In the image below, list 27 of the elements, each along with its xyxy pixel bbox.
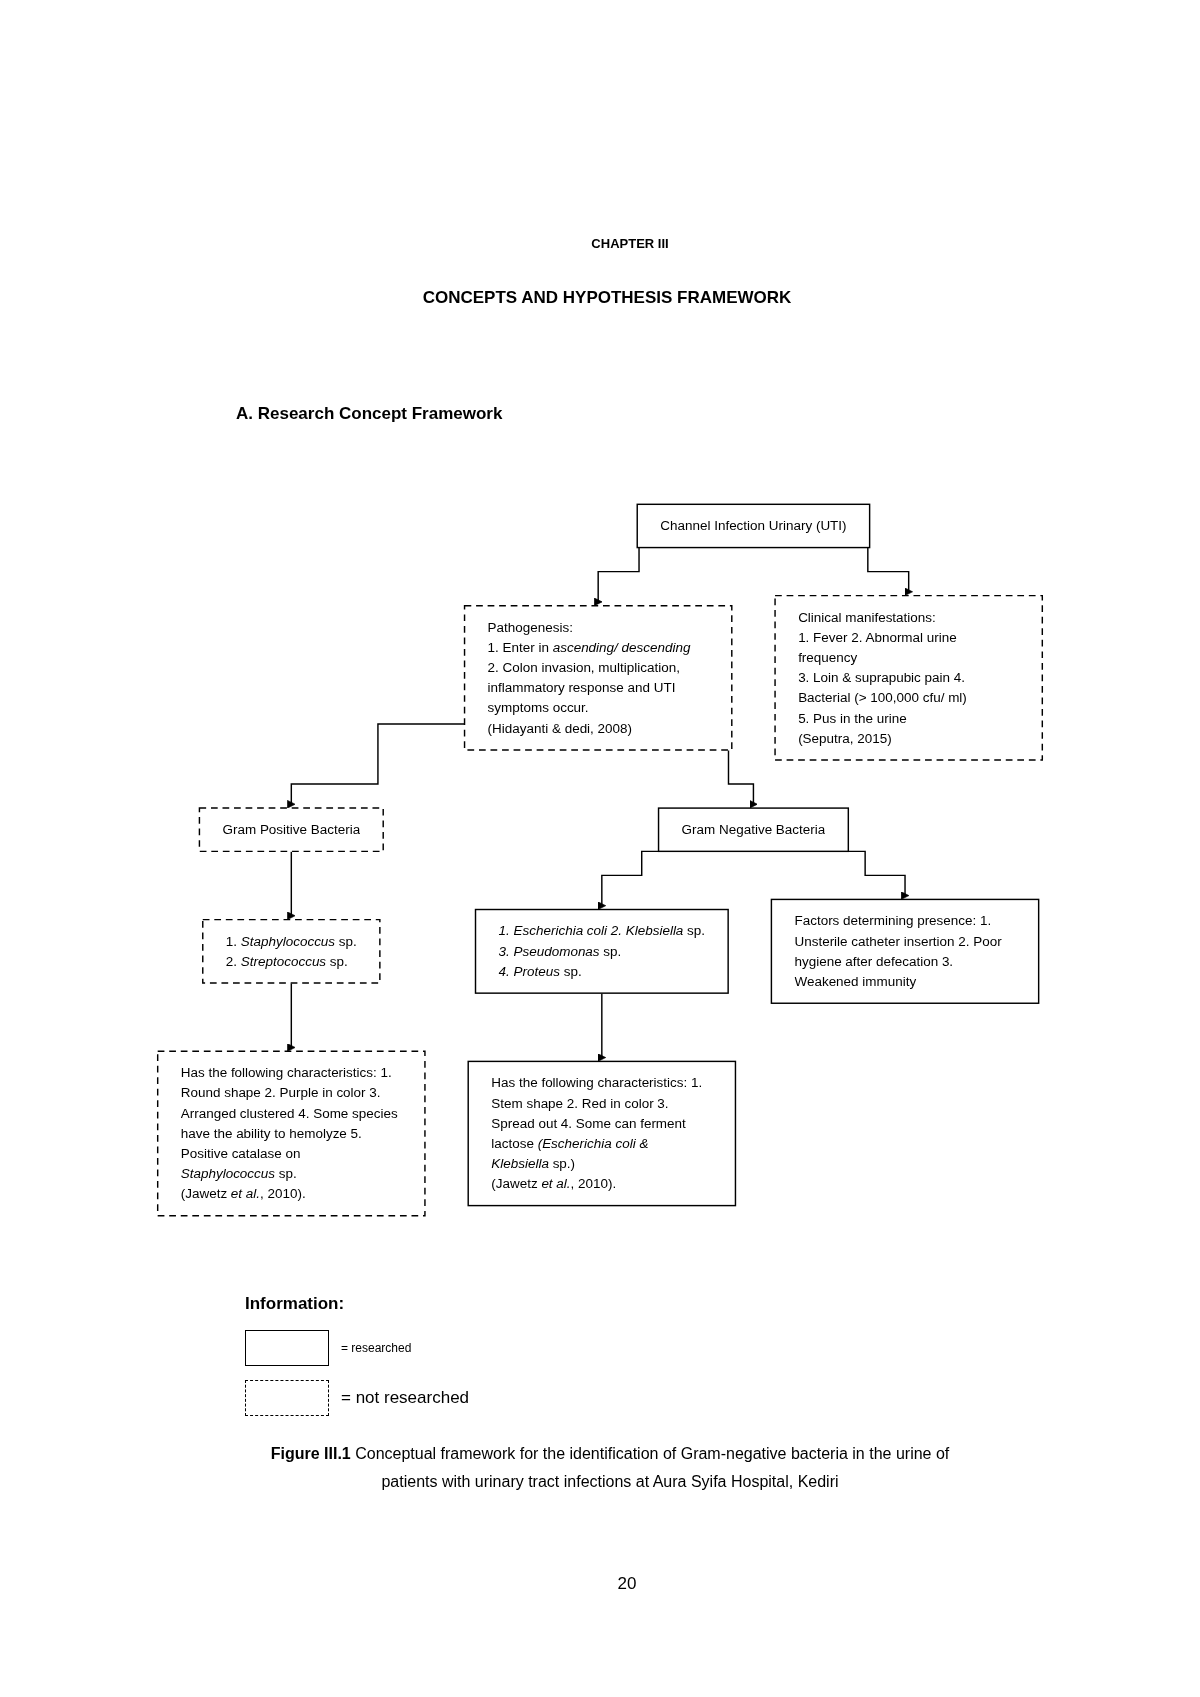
arrow [287,851,296,920]
process-box: 1. Escherichia coli 2. Klebsiella sp. 3. Pseudomonas sp. 4. Proteus sp. [474,908,729,994]
process-box: Gram Positive Bacteria [198,807,384,853]
process-box: Clinical manifestations: 1. Fever 2. Abnormal urine frequency 3. Loin & suprapubic pain 4. Bacterial (> 100,000 cfu/ ml) 5. Pus in the urine (Seputra, 2015) [774,594,1044,761]
page-number: 20 [617,1574,637,1594]
arrow [848,850,910,900]
arrow [867,547,913,596]
arrow [597,992,607,1062]
legend-heading: Information: [245,1294,345,1314]
process-box: Pathogenesis: 1. Enter in ascending/ descending 2. Colon invasion, multiplication, inflammatory response and UTI symptoms occur. (Hidayanti & dedi, 2008) [463,605,733,751]
chapter-heading: CHAPTER III [591,236,669,251]
process-box: Factors determining presence: 1. Unsterile catheter insertion 2. Poor hygiene after defecation 3. Weakened immunity [770,898,1040,1004]
arrow [727,749,758,809]
process-box: Channel Infection Urinary (UTI) [636,503,871,549]
section-heading: A. Research Concept Framework [236,404,503,424]
legend-label: = researched [341,1341,412,1355]
arrow [287,723,465,809]
arrow [593,547,640,607]
arrow [287,982,296,1052]
arrow [597,850,659,910]
figure-caption: Figure III.1 Conceptual framework for the identification of Gram-negative bacteria in the urine of patients with urinary tract infections at Aura Syifa Hospital, Kediri [269,1444,951,1492]
process-box: Has the following characteristics: 1. Stem shape 2. Red in color 3. Spread out 4. Some can ferment lactose (Escherichia coli & Klebsiella sp.) (Jawetz et al., 2010). [467,1060,737,1207]
process-box: 1. Staphylococcus sp. 2. Streptococcus sp. [202,918,381,984]
legend-label: = not researched [341,1388,470,1408]
process-box: Has the following characteristics: 1. Round shape 2. Purple in color 3. Arranged clustered 4. Some species have the ability to hemolyze 5. Positive catalase on Staphylococcus sp. (Jawetz et al., 2010). [156,1050,426,1217]
process-box: Gram Negative Bacteria [657,807,850,853]
page-title: CONCEPTS AND HYPOTHESIS FRAMEWORK [422,288,792,308]
